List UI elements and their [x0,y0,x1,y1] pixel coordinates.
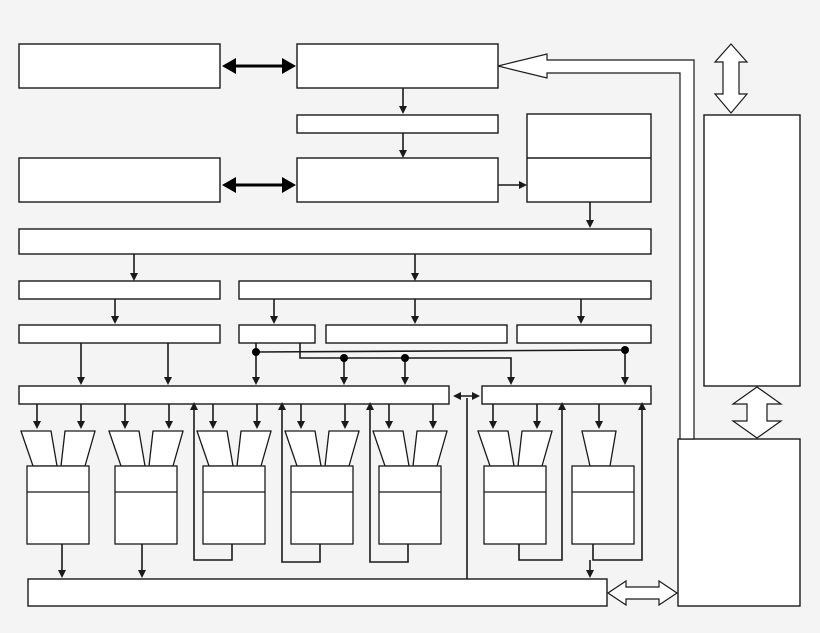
junction-dot [252,348,260,356]
hollow-arrow-right-mid [731,386,783,439]
exec-unit-box [26,465,90,545]
loop-wire [190,402,233,561]
hopper-right [236,430,272,467]
hopper-right [148,430,184,467]
hopper-left [196,430,234,467]
hopper-left [20,430,58,467]
bar-right [238,280,652,300]
loop-wire [518,402,566,561]
hollow-return-arrow [497,53,695,440]
box-thin-center [296,114,499,134]
hopper-right [60,430,96,467]
queue-1 [18,324,221,344]
hollow-arrow-top-right [713,43,749,114]
exec-unit-box [483,465,547,545]
bus-wire [255,349,626,353]
box-top-center [296,43,499,89]
queue-4 [516,324,652,344]
exec-unit-box [202,465,266,545]
hopper-left [477,430,515,467]
hopper-left [108,430,146,467]
hopper-right [517,430,553,467]
hopper-right [412,430,448,467]
bar-bottom [27,578,608,607]
loop-wire [366,402,409,563]
hopper-right [324,430,360,467]
hollow-arrow-bottom [606,579,679,607]
hopper-single [581,430,617,467]
box-mid-center [296,157,499,203]
junction-dot [340,354,348,362]
bar-left [18,280,221,300]
exec-unit-box [378,465,442,545]
queue-3 [325,324,508,344]
hopper-left [372,430,410,467]
hopper-left [284,430,322,467]
dispatch-left [18,385,450,405]
junction-dot [621,346,629,354]
box-right-bottom [677,438,801,607]
box-mid-left [18,157,221,203]
queue-2 [238,324,316,344]
exec-unit-box [290,465,354,545]
exec-unit-box [571,465,635,545]
box-right-tall [703,114,801,387]
exec-unit-box [114,465,178,545]
box-top-left [18,43,221,89]
junction-dot [401,354,409,362]
loop-wire [278,402,321,563]
loop-wire [592,402,646,561]
dispatch-right [481,385,652,405]
bar-wide [18,228,652,255]
